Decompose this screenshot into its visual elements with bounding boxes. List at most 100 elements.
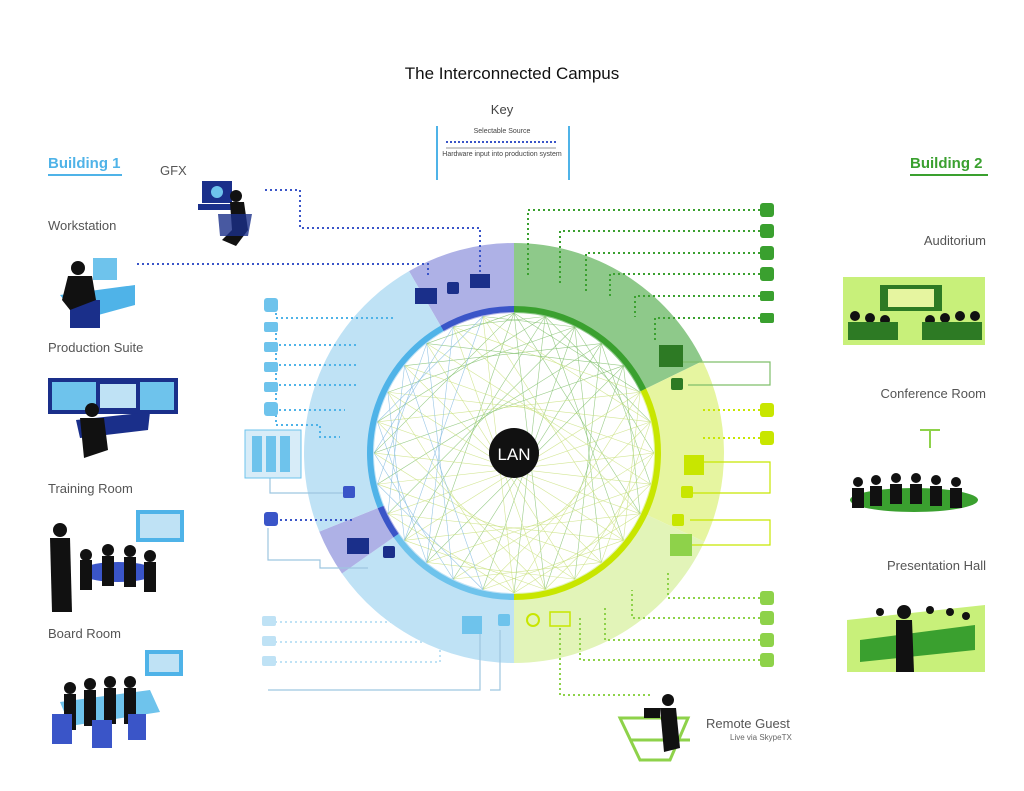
mesh-line — [601, 343, 651, 485]
remote-guest-subtitle: Live via SkypeTX — [730, 733, 792, 742]
remote-guest-illustration — [617, 694, 691, 762]
mesh-line — [426, 312, 515, 563]
mesh-line — [377, 316, 484, 423]
left-router-panel-icon — [244, 429, 302, 479]
inner-ring — [367, 306, 661, 600]
ring-segment-conference — [639, 360, 725, 542]
key-hardware-input-label: Hardware input into production system — [442, 151, 562, 158]
lan-mesh-lines — [373, 312, 655, 594]
room-label-presentation-hall: Presentation Hall — [887, 558, 986, 573]
ring-segment-auditorium — [514, 243, 703, 392]
right-source-lines-dark-green — [527, 209, 760, 340]
right-dark-green-camera-icons — [760, 203, 774, 323]
mesh-line — [404, 365, 655, 454]
left-purple-camera-icon — [264, 512, 278, 526]
mesh-line — [453, 326, 641, 393]
workstation-room-illustration — [60, 258, 135, 328]
mesh-line — [404, 513, 641, 541]
mesh-line — [574, 326, 655, 454]
mesh-line — [377, 421, 546, 590]
mesh-line — [482, 316, 575, 328]
inner-arc-gfx — [440, 306, 515, 331]
ring-segment-production — [304, 271, 444, 532]
mesh-line — [453, 562, 602, 580]
mesh-line — [377, 421, 427, 563]
mesh-line — [377, 343, 427, 485]
room-label-board-room: Board Room — [48, 626, 121, 641]
mesh-line — [482, 421, 651, 590]
mesh-line — [377, 391, 641, 423]
mesh-line — [377, 343, 602, 485]
inner-arc-production — [367, 325, 444, 509]
mesh-line — [404, 365, 484, 590]
right-bottom-camera-icons — [760, 591, 774, 667]
room-label-conference-room: Conference Room — [880, 386, 987, 401]
mesh-line — [373, 365, 624, 454]
presentation-hall-illustration — [847, 605, 985, 672]
mesh-line — [453, 326, 641, 514]
mesh-line — [373, 452, 454, 580]
conference-room-illustration — [850, 429, 978, 512]
mesh-line — [601, 421, 651, 563]
mesh-line — [404, 540, 546, 590]
gfx-source-lines — [137, 189, 481, 521]
mesh-line — [404, 316, 484, 541]
mesh-line — [426, 483, 651, 563]
inner-arc-training — [377, 505, 399, 538]
room-label-remote-guest: Remote Guest — [706, 716, 790, 731]
mesh-line — [623, 392, 641, 541]
mesh-line — [574, 452, 655, 580]
mesh-line — [426, 343, 624, 367]
left-hardware-lines — [267, 476, 368, 569]
mesh-line — [426, 326, 454, 563]
mesh-line — [387, 392, 515, 594]
mesh-line — [387, 513, 624, 541]
key-heading: Key — [490, 102, 514, 117]
mesh-line — [377, 483, 602, 563]
mesh-line — [426, 343, 651, 485]
room-label-workstation: Workstation — [48, 218, 117, 233]
mesh-line — [387, 392, 405, 541]
mesh-line — [387, 365, 405, 514]
mesh-line — [387, 391, 651, 423]
mesh-line — [453, 452, 655, 580]
board-room-illustration — [52, 650, 183, 748]
mesh-line — [377, 483, 484, 590]
left-camera-icons — [264, 298, 278, 416]
mesh-line — [513, 513, 641, 594]
inner-arc-board — [393, 533, 515, 600]
room-label-training-room: Training Room — [48, 481, 133, 496]
lan-label: LAN — [497, 445, 530, 464]
mesh-line — [373, 326, 454, 454]
mesh-line — [373, 452, 575, 580]
mesh-line — [513, 312, 641, 393]
mesh-line — [387, 513, 515, 594]
building-2-heading: Building 2 — [910, 155, 988, 176]
right-source-lines-bottom — [559, 570, 760, 696]
key-box — [436, 126, 570, 180]
bottom-left-camera-icons — [262, 616, 276, 666]
mesh-line — [426, 343, 454, 580]
mesh-line — [482, 540, 624, 590]
mesh-line — [544, 316, 651, 423]
key-selectable-source-label: Selectable Source — [473, 128, 531, 135]
room-label-auditorium: Auditorium — [923, 233, 986, 248]
lan-hub — [489, 428, 539, 478]
inner-arc-conference — [513, 388, 661, 600]
mesh-line — [453, 316, 546, 328]
right-hardware-lines-dark — [680, 361, 771, 386]
right-source-lines-lime — [700, 409, 760, 439]
building-1-heading: Building 1 — [48, 155, 122, 176]
mesh-line — [426, 562, 575, 580]
bottom-left-lines — [270, 603, 461, 663]
mesh-line — [544, 483, 651, 590]
bottom-left-hardware-lines — [268, 630, 501, 691]
mesh-line — [623, 365, 641, 514]
room-label-production-suite: Production Suite — [48, 340, 144, 355]
room-label-gfx: GFX — [160, 163, 187, 178]
gfx-room-illustration — [198, 181, 252, 246]
right-lime-camera-icons — [760, 403, 774, 445]
mesh-line — [482, 316, 651, 423]
right-hardware-lines-lime — [690, 461, 771, 546]
